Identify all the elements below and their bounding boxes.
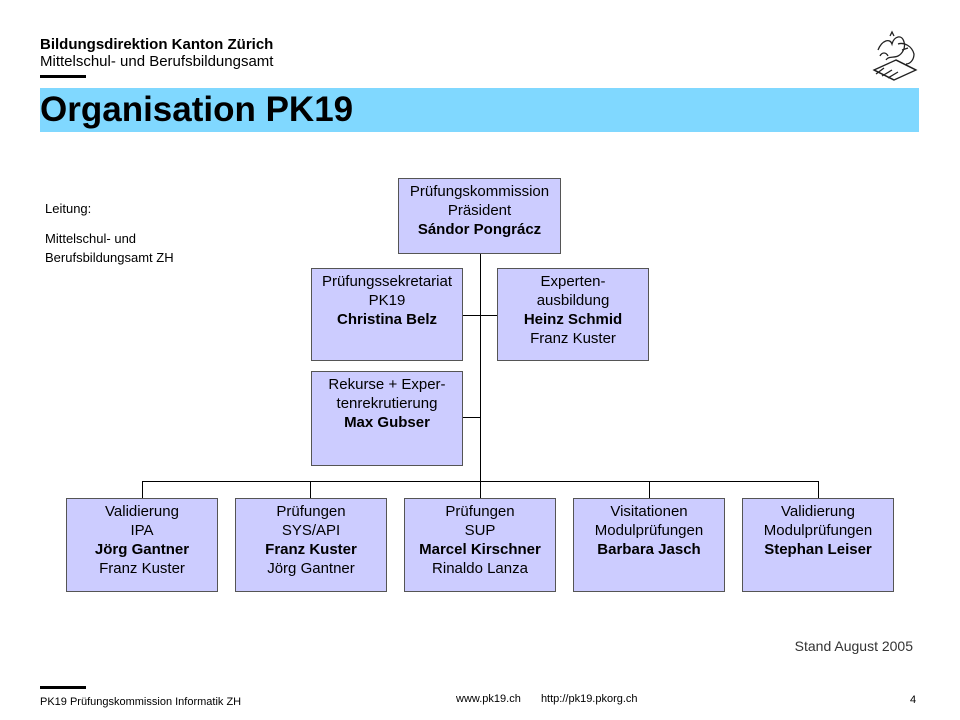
footer-rule [40,686,86,689]
box-rekurse: Rekurse + Exper- tenrekrutierung Max Gub… [311,371,463,466]
title-bar [40,88,919,132]
org-name-bold: Bildungsdirektion Kanton Zürich [40,36,274,53]
box-line2: SUP [464,522,496,539]
drop-line-3 [480,481,481,498]
box-name: Heinz Schmid [523,311,623,328]
box-name: Stephan Leiser [764,541,872,558]
box-name: Jörg Gantner [94,541,190,558]
box-name: Max Gubser [344,414,430,431]
leitung-label: Leitung: [45,201,92,216]
footer-link-pkorg[interactable]: http://pk19.pkorg.ch [540,693,638,705]
page-title: Organisation PK19 [40,90,354,129]
footer-link-www[interactable]: www.pk19.ch [456,693,521,705]
drop-line-5 [818,481,819,498]
header-rule [40,75,86,78]
footer-links: www.pk19.ch http://pk19.pkorg.ch [456,693,638,705]
page-number: 4 [910,694,917,706]
drop-line-2 [310,481,311,498]
vertical-trunk [480,253,481,481]
box-name: Christina Belz [336,311,438,328]
box-deputy: Franz Kuster [530,330,616,347]
box-line1: Validierung [105,503,179,520]
box-name: Marcel Kirschner [419,541,541,558]
box-sekretariat: Prüfungssekretariat PK19 Christina Belz [311,268,463,361]
box-line2: PK19 [368,292,406,309]
box-deputy: Franz Kuster [99,560,185,577]
stand-date: Stand August 2005 [794,638,913,654]
box-line1: Rekurse + Exper- [328,376,446,393]
leitung-line2: Berufsbildungsamt ZH [45,250,174,265]
side-connector-lower [463,417,481,418]
box-line2: tenrekrutierung [336,395,438,412]
box-validierung-ipa: Validierung IPA Jörg Gantner Franz Kuste… [66,498,218,592]
box-line2: Präsident [447,202,512,219]
box-name: Barbara Jasch [597,541,701,558]
box-line2: Modulprüfungen [763,522,873,539]
box-line2: ausbildung [536,292,610,309]
box-line1: Prüfungssekretariat [321,273,453,290]
leitung-text: Mittelschul- und Berufsbildungsamt ZH [45,229,174,267]
box-line1: Experten- [540,273,606,290]
side-connector-upper [463,315,498,316]
box-line1: Prüfungskommission [409,183,550,200]
box-expertenausbildung: Experten- ausbildung Heinz Schmid Franz … [497,268,649,361]
box-line1: Prüfungen [445,503,515,520]
box-pruefungen-sup: Prüfungen SUP Marcel Kirschner Rinaldo L… [404,498,556,592]
box-line1: Validierung [781,503,855,520]
box-line1: Prüfungen [276,503,346,520]
box-validierung-modulpruefungen: Validierung Modulprüfungen Stephan Leise… [742,498,894,592]
box-line2: IPA [130,522,154,539]
box-name: Sándor Pongrácz [417,221,542,238]
zurich-lion-crest-icon [872,30,918,81]
box-visitationen: Visitationen Modulprüfungen Barbara Jasc… [573,498,725,592]
box-deputy: Rinaldo Lanza [432,560,528,577]
box-pruefungskommission: Prüfungskommission Präsident Sándor Pong… [398,178,561,254]
drop-line-1 [142,481,143,498]
footer-text: PK19 Prüfungskommission Informatik ZH [40,696,242,708]
box-line2: Modulprüfungen [594,522,704,539]
box-line2: SYS/API [281,522,341,539]
box-line1: Visitationen [610,503,688,520]
leitung-line1: Mittelschul- und [45,231,137,246]
org-name-sub: Mittelschul- und Berufsbildungsamt [40,53,274,70]
box-name: Franz Kuster [265,541,357,558]
box-pruefungen-sys-api: Prüfungen SYS/API Franz Kuster Jörg Gant… [235,498,387,592]
box-deputy: Jörg Gantner [267,560,355,577]
drop-line-4 [649,481,650,498]
